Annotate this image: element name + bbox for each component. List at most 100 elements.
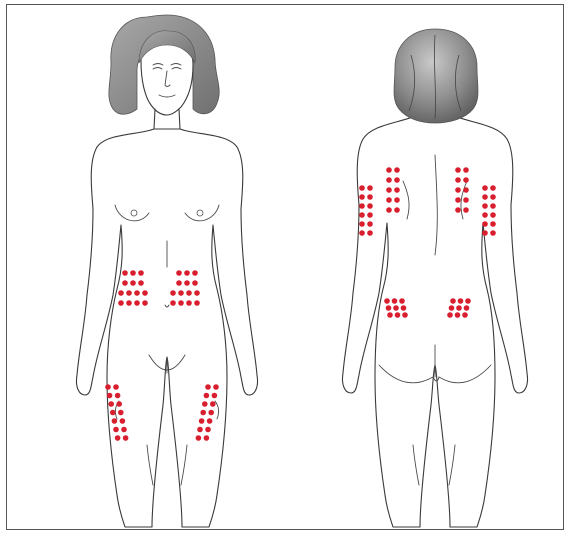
thigh-left-site-dot — [123, 435, 129, 441]
thigh-left-site-dot — [107, 393, 113, 399]
upper-arm-left-site-dot — [359, 185, 365, 191]
upper-arm-right-site-dot — [482, 203, 488, 209]
abdomen-right-site-dot — [176, 270, 182, 276]
thigh-left-site-dot — [113, 384, 119, 390]
abdomen-right-site-dot — [194, 300, 200, 306]
lower-back-right-site-dot — [455, 312, 461, 318]
upper-arm-left-site-dot — [359, 194, 365, 200]
thigh-left-site-dot — [112, 418, 118, 424]
back-hair — [394, 29, 478, 123]
abdomen-right-site-dot — [184, 270, 190, 276]
upper-back-right-site-dot — [455, 207, 461, 213]
thigh-right-site-dot — [204, 393, 210, 399]
abdomen-left-site-dot — [142, 290, 148, 296]
lower-back-right-site-dot — [464, 305, 470, 311]
abdomen-right-site-dot — [178, 290, 184, 296]
lower-back-right-site-dot — [458, 298, 464, 304]
upper-back-right-site-dot — [455, 197, 461, 203]
abdomen-right-site-dot — [184, 280, 190, 286]
figure-frame — [6, 4, 564, 530]
abdomen-right-site-dot — [186, 290, 192, 296]
thigh-right-site-dot — [204, 435, 210, 441]
upper-arm-left-site-dot — [359, 212, 365, 218]
back-figure — [342, 29, 527, 527]
upper-back-left-site-dot — [386, 207, 392, 213]
thigh-left-site-dot — [108, 401, 114, 407]
abdomen-right-site-dot — [186, 300, 192, 306]
upper-back-right-site-dot — [463, 167, 469, 173]
thigh-left-site-dot — [113, 427, 119, 433]
upper-back-left-site-dot — [386, 197, 392, 203]
abdomen-right-site-dot — [176, 280, 182, 286]
upper-back-right-site-dot — [455, 187, 461, 193]
thigh-left-site-dot — [110, 410, 116, 416]
abdomen-right-site-dot — [170, 290, 176, 296]
lower-back-left-site-dot — [399, 298, 405, 304]
upper-back-left-site-dot — [394, 207, 400, 213]
lower-back-left-site-dot — [386, 305, 392, 311]
upper-back-left-site-dot — [386, 167, 392, 173]
upper-back-right-site-dot — [463, 207, 469, 213]
upper-arm-right-site-dot — [490, 194, 496, 200]
upper-back-right-site-dot — [463, 187, 469, 193]
lower-back-right-site-dot — [450, 298, 456, 304]
upper-back-left-site-dot — [394, 187, 400, 193]
upper-arm-left-site-dot — [359, 203, 365, 209]
thigh-left-site-dot — [121, 427, 127, 433]
abdomen-left-site-dot — [134, 290, 140, 296]
lower-back-right-site-dot — [449, 305, 455, 311]
thigh-left-site-dot — [115, 435, 121, 441]
abdomen-left-site-dot — [122, 280, 128, 286]
upper-arm-right-site-dot — [482, 230, 488, 236]
thigh-right-site-dot — [205, 384, 211, 390]
abdomen-right-site-dot — [170, 300, 176, 306]
upper-back-left-site-dot — [394, 197, 400, 203]
lower-back-right-site-dot — [447, 312, 453, 318]
upper-back-left-site-dot — [394, 167, 400, 173]
upper-arm-left-site-dot — [367, 203, 373, 209]
lower-back-right-site-dot — [456, 305, 462, 311]
lower-back-left-site-dot — [401, 305, 407, 311]
upper-arm-right-site-dot — [482, 194, 488, 200]
thigh-right-site-dot — [207, 418, 213, 424]
upper-arm-right-site-dot — [490, 212, 496, 218]
thigh-left-site-dot — [116, 401, 122, 407]
lower-back-left-site-dot — [393, 305, 399, 311]
thigh-left-site-dot — [118, 410, 124, 416]
upper-back-left-site-dot — [394, 177, 400, 183]
abdomen-left-site-dot — [122, 270, 128, 276]
thigh-right-site-dot — [212, 393, 218, 399]
abdomen-left-site-dot — [134, 300, 140, 306]
upper-arm-left-site-dot — [359, 230, 365, 236]
abdomen-right-site-dot — [192, 270, 198, 276]
thigh-right-site-dot — [196, 435, 202, 441]
thigh-right-site-dot — [197, 427, 203, 433]
abdomen-left-site-dot — [142, 300, 148, 306]
upper-arm-left-site-dot — [367, 194, 373, 200]
lower-back-right-site-dot — [465, 298, 471, 304]
abdomen-left-site-dot — [126, 290, 132, 296]
thigh-right-site-dot — [199, 418, 205, 424]
injection-site-diagram — [7, 5, 565, 531]
upper-arm-left-site-dot — [367, 230, 373, 236]
thigh-right-site-dot — [210, 401, 216, 407]
upper-arm-right-site-dot — [482, 185, 488, 191]
front-figure — [76, 15, 257, 527]
abdomen-right-site-dot — [194, 290, 200, 296]
abdomen-left-site-dot — [130, 270, 136, 276]
thigh-right-site-dot — [202, 401, 208, 407]
upper-back-right-site-dot — [463, 177, 469, 183]
thigh-right-site-dot — [205, 427, 211, 433]
abdomen-left-site-dot — [138, 270, 144, 276]
abdomen-right-site-dot — [192, 280, 198, 286]
abdomen-left-site-dot — [118, 290, 124, 296]
abdomen-right-site-dot — [178, 300, 184, 306]
abdomen-left-site-dot — [138, 280, 144, 286]
thigh-right-site-dot — [200, 410, 206, 416]
upper-arm-right-site-dot — [482, 212, 488, 218]
upper-arm-left-site-dot — [359, 221, 365, 227]
lower-back-left-site-dot — [384, 298, 390, 304]
thigh-left-site-dot — [120, 418, 126, 424]
upper-arm-right-site-dot — [490, 203, 496, 209]
thigh-left-site-dot — [105, 384, 111, 390]
